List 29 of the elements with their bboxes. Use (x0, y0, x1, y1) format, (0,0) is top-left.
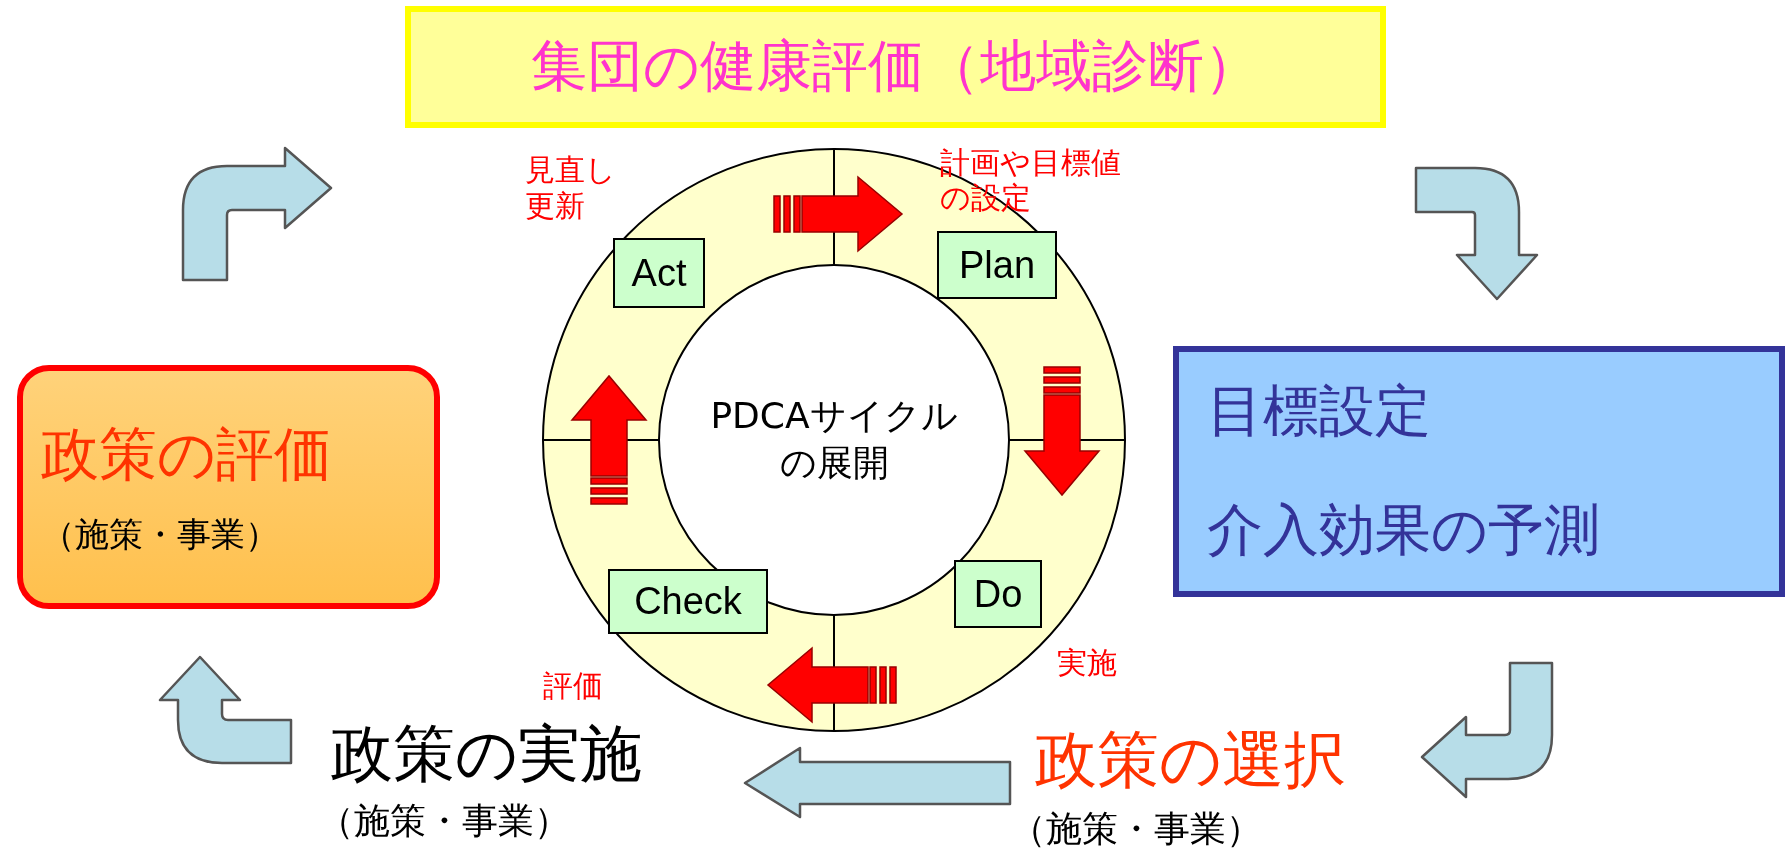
box-text: 目標設定 (1207, 376, 1432, 445)
arrow (773, 175, 904, 253)
block-arrow (158, 655, 293, 765)
note-text: （施策・事業） (1010, 807, 1262, 851)
note-text: 見直し更新 (525, 152, 617, 224)
rounded-box (17, 365, 440, 609)
center-text: PDCAサイクルの展開 (709, 390, 959, 490)
note-text: （施策・事業） (318, 799, 570, 843)
step-box: Do (954, 560, 1042, 628)
heading-text: 政策の選択 (1035, 718, 1355, 803)
heading-text: 政策の実施 (331, 712, 651, 797)
step-box: Check (608, 569, 768, 634)
note-text: 評価 (543, 667, 603, 705)
note-text: 計画や目標値の設定 (940, 146, 1122, 215)
box-text: （施策・事業） (41, 513, 280, 556)
title-box: 集団の健康評価（地域診断） (405, 6, 1386, 128)
arrow (1023, 366, 1101, 497)
arrow (766, 646, 897, 724)
block-arrow (1420, 661, 1554, 799)
step-box: Act (613, 238, 705, 308)
note-text: 実施 (1057, 644, 1117, 682)
box-text: 介入効果の予測 (1207, 496, 1601, 565)
block-arrow (1414, 166, 1539, 301)
info-box (1173, 346, 1785, 597)
arrow (570, 374, 648, 505)
block-arrow (181, 146, 333, 282)
box-text: 政策の評価 (41, 419, 333, 490)
block-arrow (743, 746, 1012, 819)
step-box: Plan (937, 231, 1057, 299)
